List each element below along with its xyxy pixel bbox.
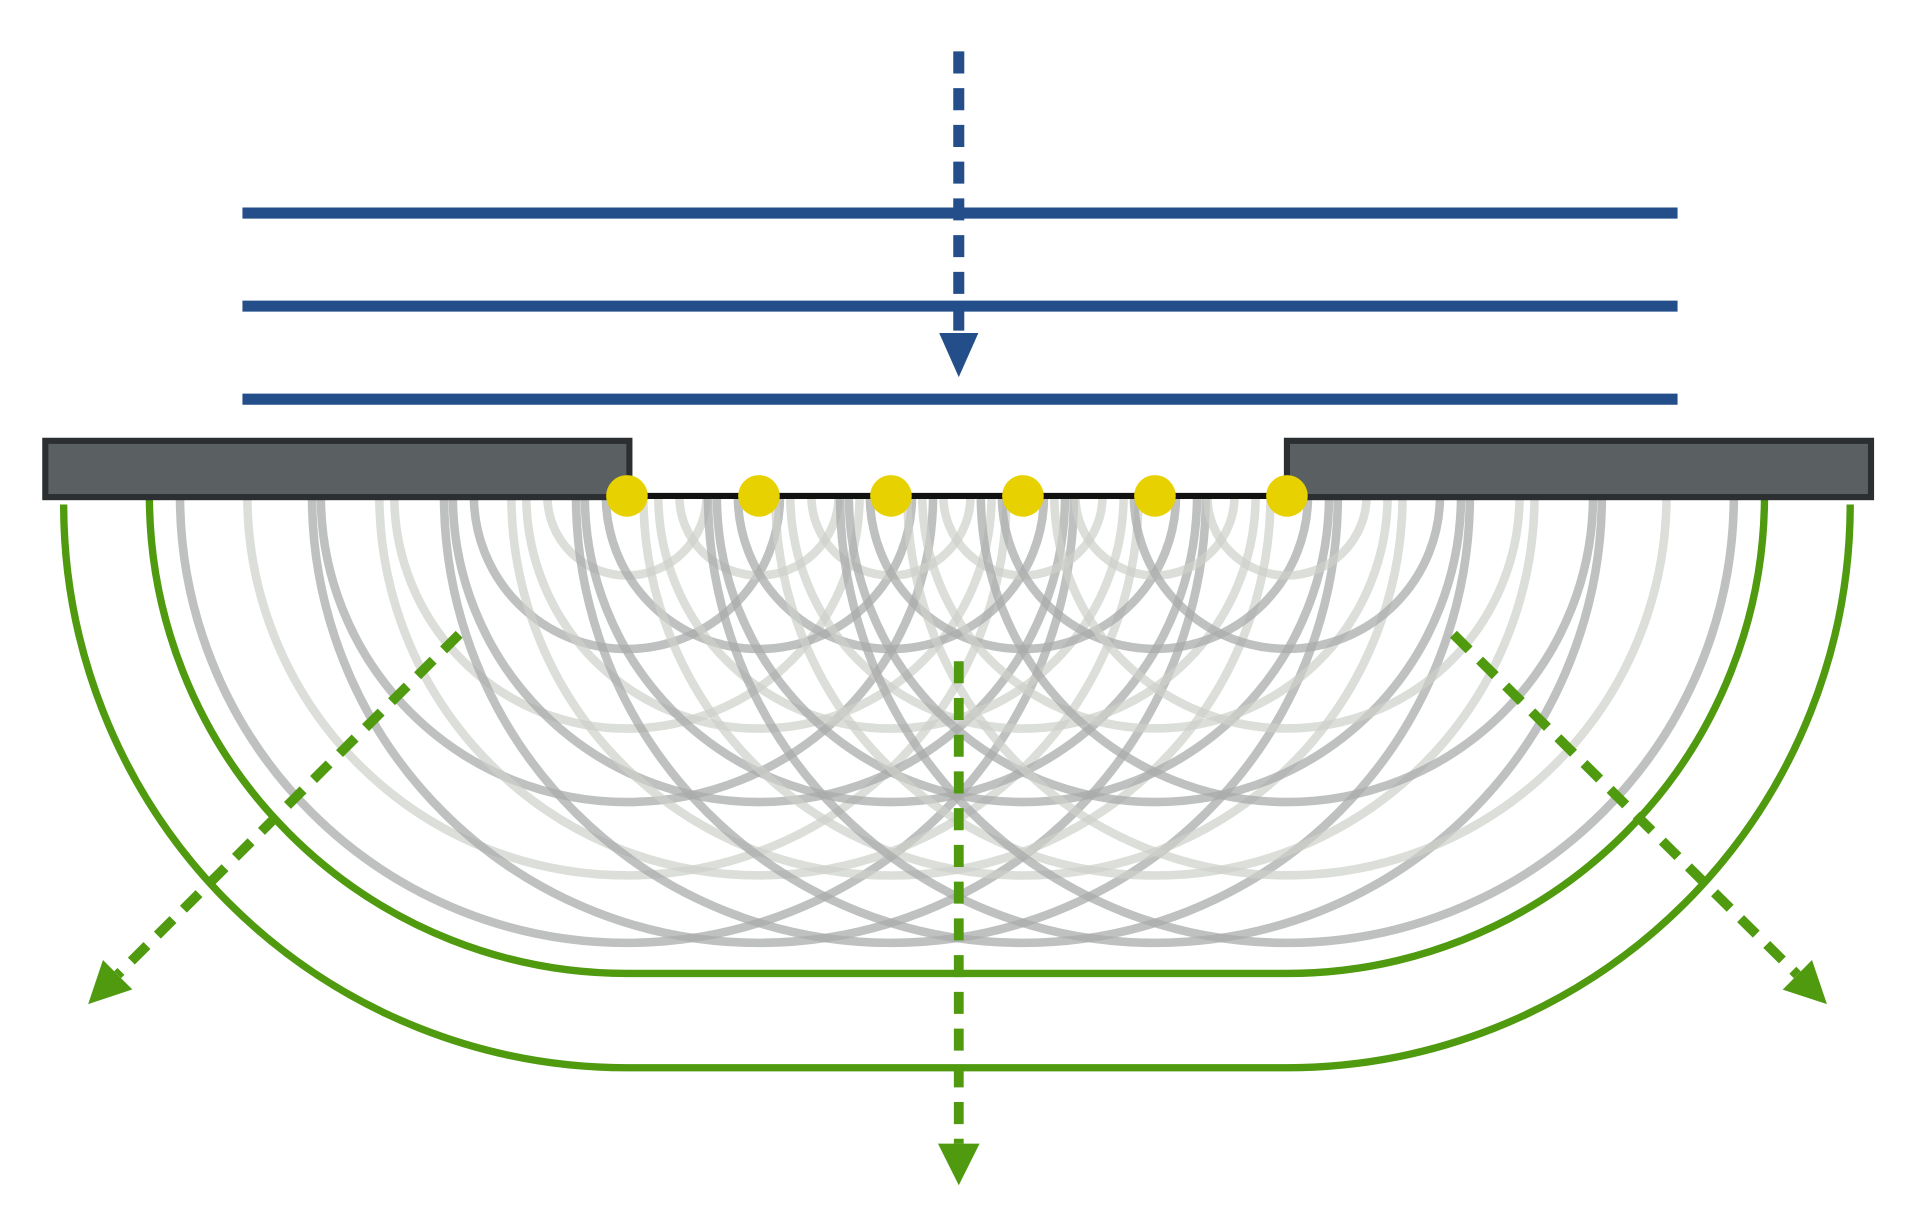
wavelet-ring-s6-r2 [1129, 495, 1445, 653]
wavelet-ring-s2-r6 [307, 495, 1211, 948]
wavelet-ring-s2-r5 [375, 495, 1143, 880]
wavelet-ring-s1-r4 [316, 495, 938, 807]
propagation-arrow-down-left-icon [88, 959, 133, 1005]
wavelet-ring-s4-r6 [571, 495, 1475, 948]
wavelet-ring-s6-r5 [903, 495, 1671, 880]
wavelet-ring-s5-r2 [997, 495, 1313, 653]
secondary-source-4 [1002, 475, 1044, 517]
wavelet-ring-s2-r4 [448, 495, 1070, 807]
secondary-source-1 [606, 475, 648, 517]
secondary-source-6 [1266, 475, 1308, 517]
wavelet-ring-s1-r6 [175, 495, 1079, 948]
wavelet-ring-s6-r6 [835, 495, 1739, 948]
secondary-source-3 [870, 475, 912, 517]
wavelet-ring-s5-r4 [844, 495, 1466, 807]
secondary-source-2 [738, 475, 780, 517]
barrier-right [1283, 437, 1875, 501]
wavelet-ring-s3-r4 [580, 495, 1202, 807]
aperture-layer [42, 437, 1875, 501]
propagation-arrow-down-left-shaft [114, 630, 463, 979]
wavelet-ring-s1-r3 [390, 495, 864, 733]
barrier-left [42, 437, 633, 501]
wavelets-layer [175, 495, 1739, 948]
propagation-arrow-down-right-icon [1782, 959, 1827, 1005]
wavelet-ring-s5-r3 [918, 495, 1392, 733]
wavelet-ring-s4-r5 [639, 495, 1407, 880]
arrow-down-icon [939, 333, 979, 378]
wavelet-ring-s3-r5 [507, 495, 1275, 880]
propagation-arrow-down-icon [937, 1143, 980, 1186]
wavelet-ring-s6-r4 [976, 495, 1598, 807]
propagation-arrow-down-right-shaft [1450, 630, 1801, 979]
incident-wave-layer [242, 51, 1678, 405]
secondary-source-5 [1134, 475, 1176, 517]
wavelet-ring-s4-r3 [786, 495, 1260, 733]
wavelet-ring-s4-r4 [712, 495, 1334, 807]
wavelet-ring-s5-r6 [703, 495, 1607, 948]
arrows-layer [88, 630, 1827, 1186]
wavelet-ring-s3-r3 [654, 495, 1128, 733]
sources-layer [606, 475, 1308, 517]
wavelet-ring-s2-r3 [522, 495, 996, 733]
wavelet-ring-s6-r1 [1203, 495, 1371, 580]
wavelet-ring-s3-r6 [439, 495, 1343, 948]
wavelet-ring-s5-r5 [771, 495, 1539, 880]
